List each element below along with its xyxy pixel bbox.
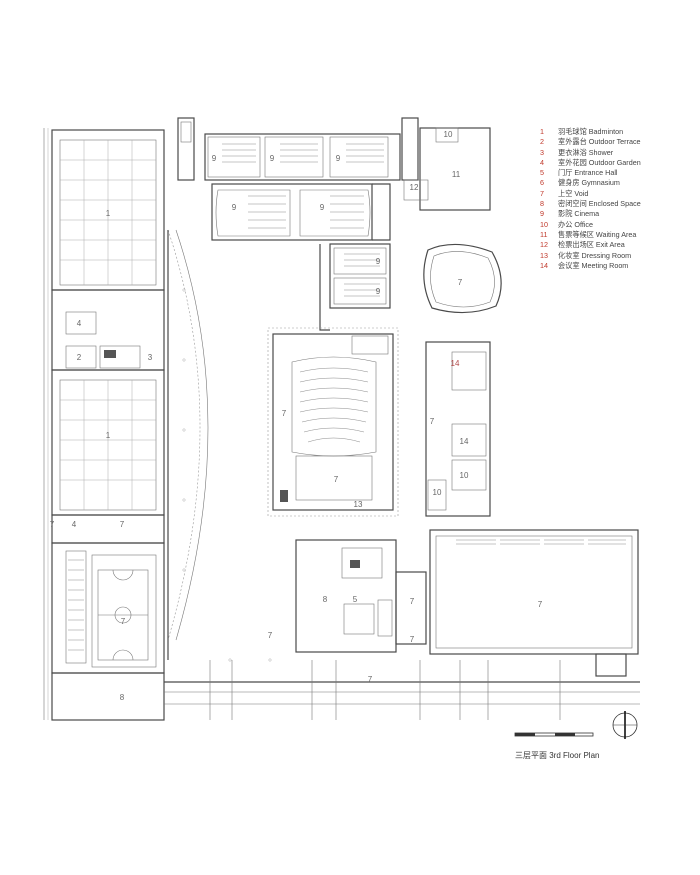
room-label: 4: [72, 520, 77, 529]
legend-item: 8 密闭空间 Enclosed Space: [540, 199, 700, 209]
big-hall-block: [429, 529, 639, 655]
legend-label: 售票等候区 Waiting Area: [558, 229, 637, 239]
room-label: 10: [460, 471, 469, 480]
legend-item: 14 会议室 Meeting Room: [540, 261, 700, 271]
legend-label: 会议室 Meeting Room: [558, 260, 629, 270]
room-label: 3: [148, 353, 153, 362]
room-label: 12: [410, 183, 419, 192]
room-labels: 1 4 2 3 1 7 4 7 7 8 9 9 9 9 9 9 9 10 11 …: [50, 130, 543, 702]
legend-label: 检票出场区 Exit Area: [558, 240, 625, 250]
legend-label: 健身房 Gymnasium: [558, 178, 620, 188]
legend-item: 6 健身房 Gymnasium: [540, 178, 700, 188]
legend-number: 6: [540, 178, 544, 188]
legend-number: 13: [540, 250, 548, 260]
room-label: 5: [353, 595, 358, 604]
legend-number: 10: [540, 219, 548, 229]
legend-label: 门厅 Entrance Hall: [558, 168, 618, 178]
room-label: 8: [323, 595, 328, 604]
room-label: 14: [460, 437, 469, 446]
legend-number: 1: [540, 127, 544, 136]
room-label: 4: [77, 319, 82, 328]
room-label: 9: [232, 203, 237, 212]
room-label: 2: [77, 353, 82, 362]
room-label: 1: [106, 431, 111, 440]
legend-item: 12 检票出场区 Exit Area: [540, 240, 700, 250]
legend-number: 11: [540, 229, 548, 239]
legend-number: 8: [540, 199, 544, 209]
legend-label: 办公 Office: [558, 219, 594, 229]
room-label: 11: [452, 170, 461, 179]
legend-item: 4 室外花园 Outdoor Garden: [540, 158, 700, 168]
legend-label: 上空 Void: [558, 188, 589, 198]
legend-item: 5 门厅 Entrance Hall: [540, 168, 700, 178]
legend-label: 更衣淋浴 Shower: [558, 147, 614, 157]
room-label: 9: [320, 203, 325, 212]
legend-number: 7: [540, 188, 544, 198]
legend-label: 化妆室 Dressing Room: [558, 250, 632, 260]
theatre-block: [267, 327, 399, 517]
room-label: 9: [376, 257, 381, 266]
legend: 1 羽毛球馆 Badminton 2 室外露台 Outdoor Terrace 3 更衣淋…: [540, 127, 700, 271]
legend-item: 10 办公 Office: [540, 220, 700, 230]
room-label: 7: [410, 635, 415, 644]
room-label: 14: [451, 359, 460, 368]
room-label: 9: [336, 154, 341, 163]
right-meeting-block: [425, 341, 491, 517]
room-label: 7: [334, 475, 339, 484]
room-label: 7: [120, 520, 125, 529]
legend-item: 9 影院 Cinema: [540, 209, 700, 219]
legend-label: 羽毛球馆 Badminton: [558, 127, 624, 136]
legend-label: 室外花园 Outdoor Garden: [558, 157, 641, 167]
room-label: 7: [538, 600, 543, 609]
room-label: 7: [121, 617, 126, 626]
legend-number: 14: [540, 260, 548, 270]
room-label: 10: [433, 488, 442, 497]
room-label: 9: [270, 154, 275, 163]
legend-item: 13 化妆室 Dressing Room: [540, 251, 700, 261]
room-label: 8: [120, 693, 125, 702]
legend-label: 室外露台 Outdoor Terrace: [558, 137, 641, 147]
legend-number: 12: [540, 240, 548, 250]
legend-number: 3: [540, 147, 544, 157]
room-label: 7: [430, 417, 435, 426]
room-label: 1: [106, 209, 111, 218]
legend-number: 9: [540, 209, 544, 219]
legend-item: 7 上空 Void: [540, 189, 700, 199]
curved-atrium: [167, 229, 272, 662]
room-label: 7: [50, 520, 55, 529]
left-wing: [43, 128, 165, 721]
room-label: 7: [282, 409, 287, 418]
legend-number: 2: [540, 137, 544, 147]
plan-title: 三层平面 3rd Floor Plan: [515, 751, 600, 760]
legend-number: 4: [540, 157, 544, 167]
legend-item: 3 更衣淋浴 Shower: [540, 148, 700, 158]
room-label: 7: [268, 631, 273, 640]
legend-item: 2 室外露台 Outdoor Terrace: [540, 137, 700, 147]
room-label: 13: [354, 500, 363, 509]
bottom-deck: [164, 653, 640, 720]
legend-label: 影院 Cinema: [558, 209, 600, 219]
centre-low-block: [295, 539, 427, 653]
north-arrow-icon: [612, 711, 638, 739]
scale-bar: [514, 732, 594, 737]
room-label: 7: [410, 597, 415, 606]
top-cinema-block: [177, 117, 491, 331]
room-label: 9: [212, 154, 217, 163]
legend-label: 密闭空间 Enclosed Space: [558, 199, 641, 209]
room-label: 7: [458, 278, 463, 287]
legend-item: 1 羽毛球馆 Badminton: [540, 127, 700, 137]
room-label: 9: [376, 287, 381, 296]
room-label: 10: [444, 130, 453, 139]
room-label: 7: [368, 675, 373, 684]
legend-item: 11 售票等候区 Waiting Area: [540, 230, 700, 240]
void-blob: [423, 243, 502, 314]
legend-number: 5: [540, 168, 544, 178]
